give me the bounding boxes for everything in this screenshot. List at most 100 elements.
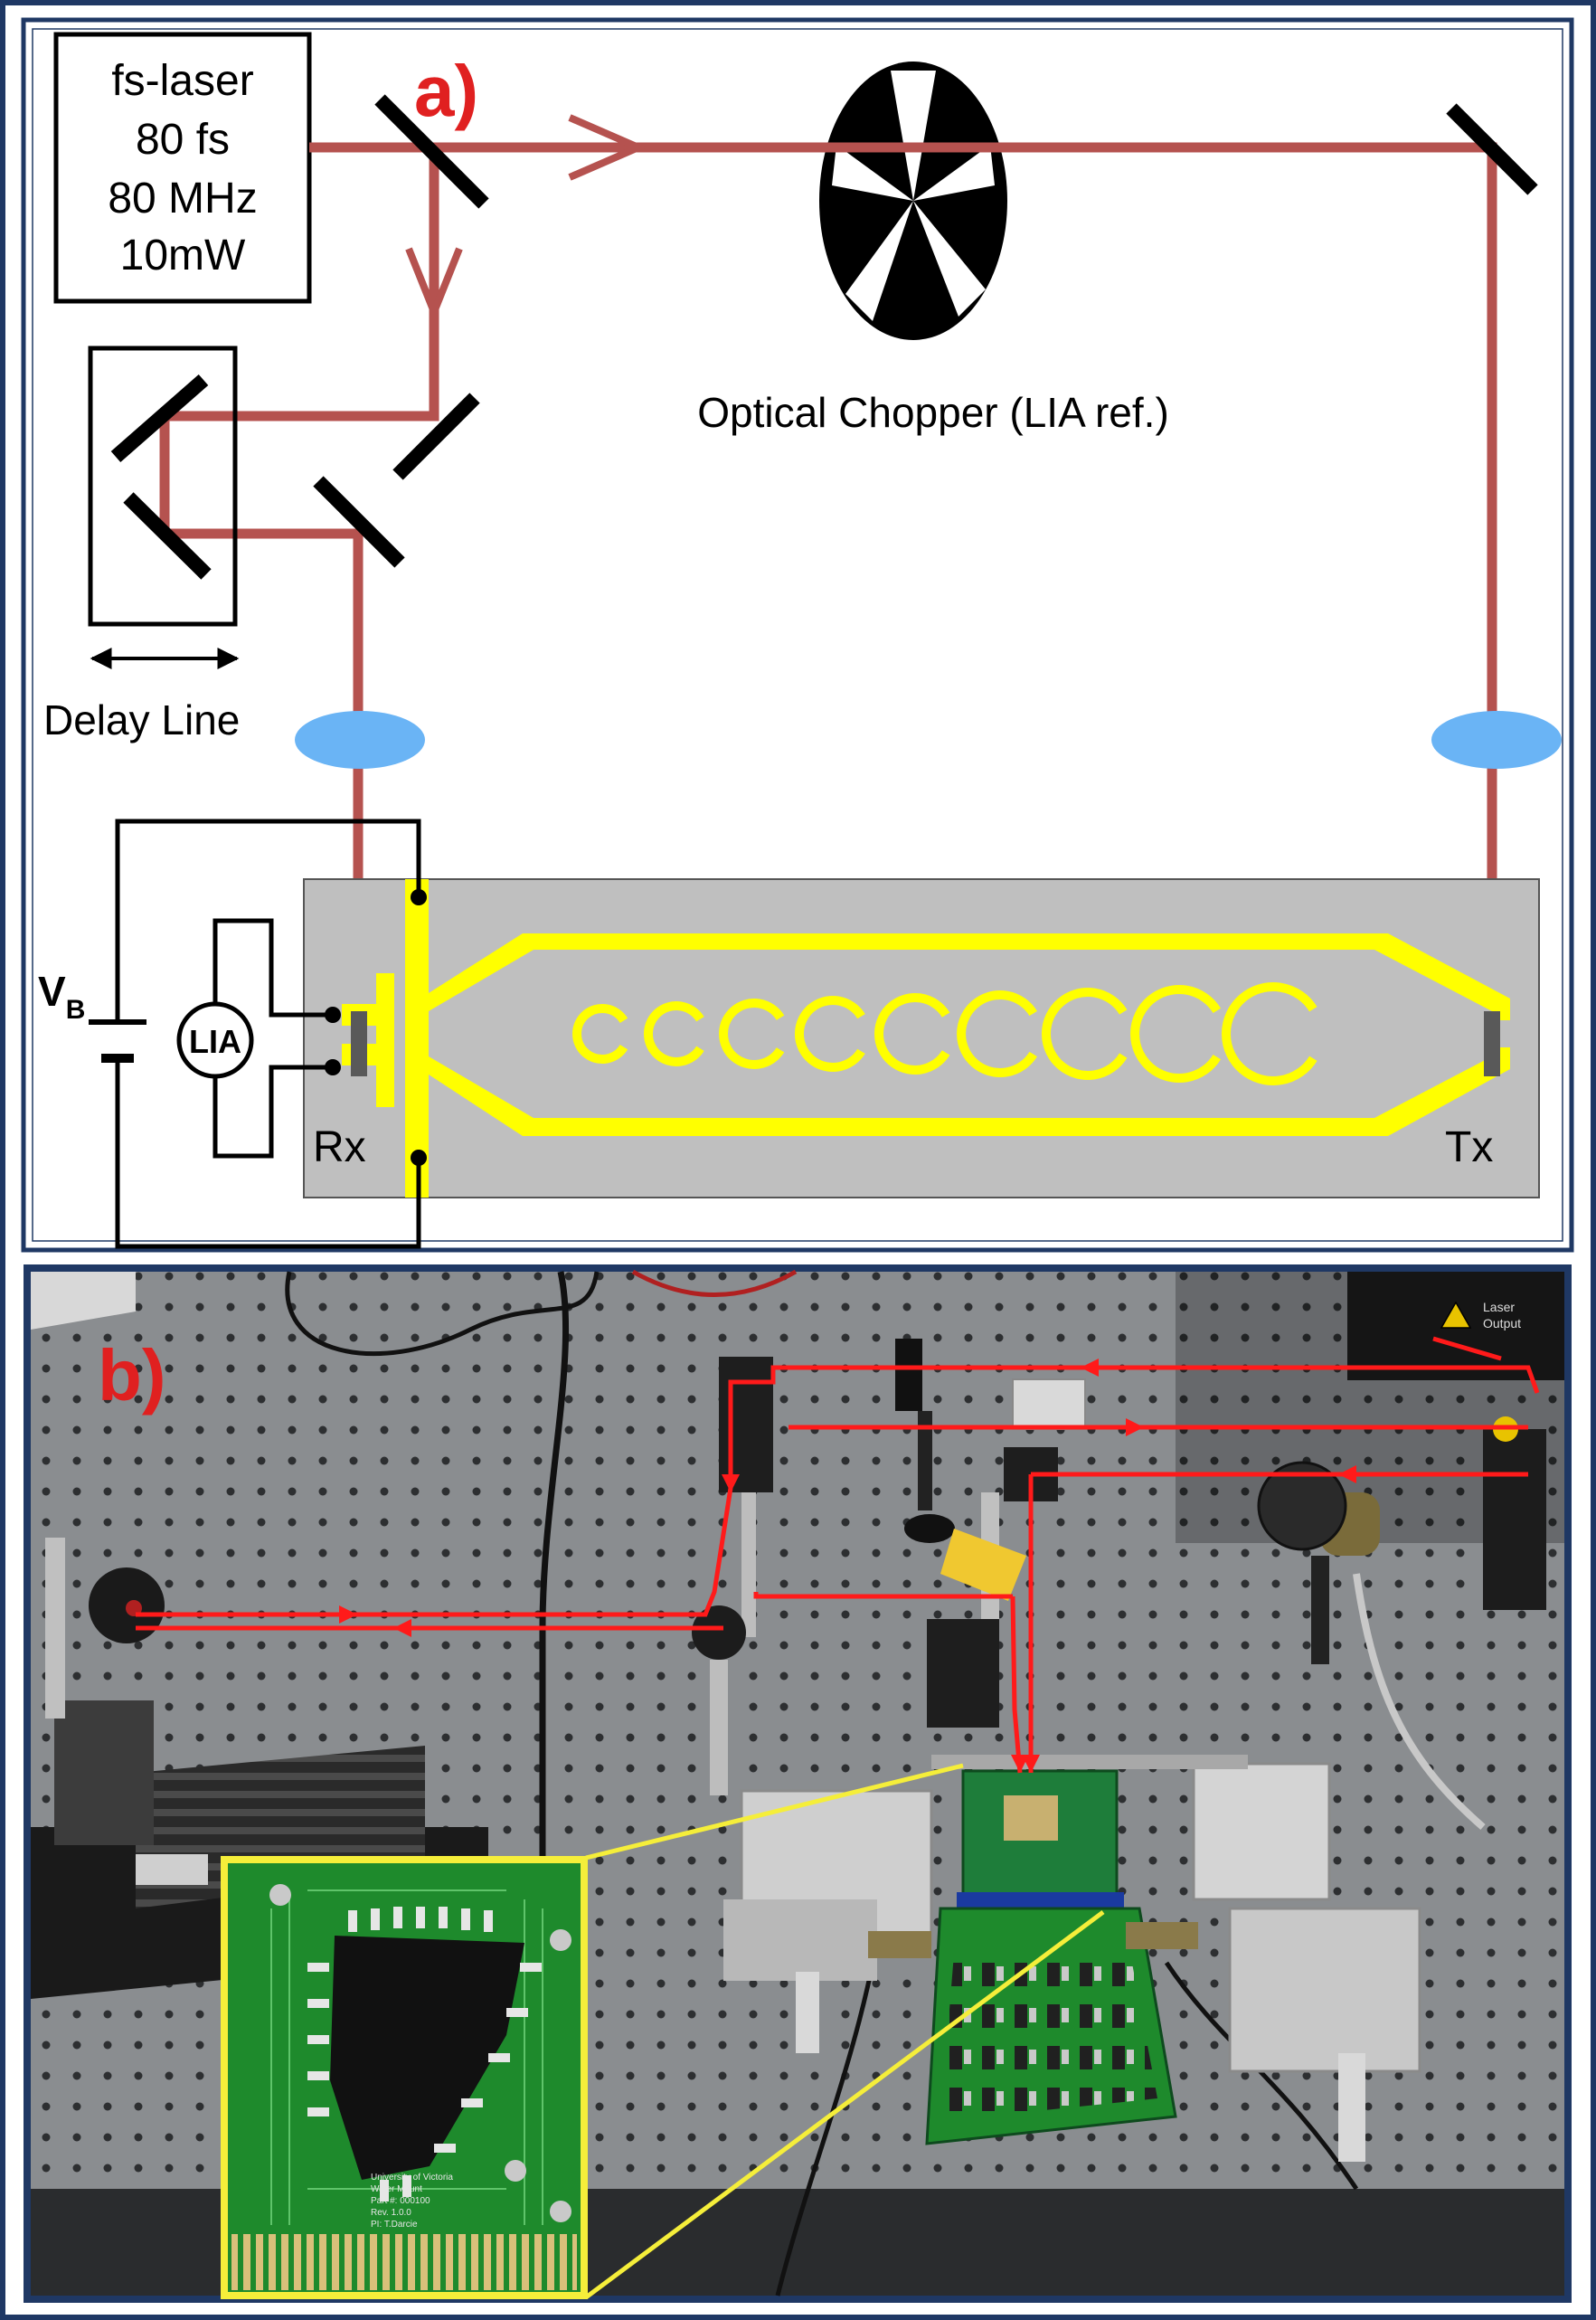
lia-contact-top — [325, 1007, 341, 1023]
inset-mounting-hole-1 — [269, 1884, 291, 1906]
bond-pad-13 — [520, 1963, 542, 1972]
stage-left-lower — [723, 1899, 877, 1981]
laser-label-line2: 80 fs — [136, 116, 230, 164]
bond-pad-10 — [307, 2035, 329, 2044]
stage-micrometer — [136, 1854, 208, 1885]
chopper-slot-2 — [913, 145, 995, 201]
laser-output-text: Laser — [1483, 1300, 1515, 1314]
ring-resonator-6 — [957, 990, 1037, 1077]
photo-arrow-6 — [722, 1474, 740, 1492]
laser-warning-icon — [1440, 1301, 1472, 1329]
photo-arrow-5 — [393, 1619, 411, 1637]
test-pcb-pads — [940, 1954, 1157, 2121]
inset-mounting-hole-3 — [505, 2160, 526, 2182]
chopper-label: Optical Chopper (LIA ref.) — [697, 389, 1169, 436]
inset-card-edge — [231, 2234, 577, 2290]
fold-mirror-delay-out — [313, 476, 405, 568]
bias-contact-bottom — [411, 1150, 427, 1166]
panel-b: Laser Output — [24, 1264, 1572, 2303]
bond-pad-2 — [371, 1908, 380, 1930]
bond-pad-9 — [307, 1999, 329, 2008]
lia-contact-bottom — [325, 1059, 341, 1075]
rx-photoconductive-gap — [351, 1011, 367, 1076]
photo-arrow-2 — [1126, 1418, 1144, 1436]
inset-mounting-hole-4 — [550, 2201, 571, 2222]
left-post — [45, 1538, 65, 1719]
upper-transmission-line — [429, 933, 1510, 1020]
support-rod — [931, 1755, 1248, 1769]
bond-pad-14 — [506, 2008, 528, 2017]
transmission-lines — [342, 879, 1510, 1198]
board-text-line5: PI: T.Darcie — [371, 2220, 418, 2230]
photo-beam-top-return — [728, 1365, 1540, 1488]
bond-pad-4 — [416, 1907, 425, 1928]
lens-rx — [295, 711, 425, 769]
mirrors — [110, 94, 1538, 580]
board-text-line4: Rev. 1.0.0 — [371, 2208, 411, 2218]
bond-pad-7 — [484, 1910, 493, 1932]
chopper-slot-5 — [832, 145, 913, 201]
zoom-line-bottom — [584, 1909, 1105, 2300]
bias-voltage-symbol: V — [38, 968, 66, 1015]
lia-meter — [176, 1001, 254, 1079]
chip-substrate — [303, 878, 1540, 1198]
photo-arrow-1 — [1081, 1359, 1099, 1377]
ring-resonator-8 — [1130, 985, 1222, 1083]
lia-wire-bottom — [212, 1065, 333, 1159]
wafer-mount-inset: University of Victoria Wafer Mount Part … — [221, 1856, 588, 2299]
rx-label: Rx — [313, 1123, 366, 1171]
laser-label-line3: 80 MHz — [108, 175, 257, 223]
photo-beam-laser-in — [1432, 1336, 1502, 1361]
chopper-wheel — [1257, 1461, 1347, 1551]
stage-right-block — [1192, 1762, 1331, 1901]
bias-contact-top — [411, 889, 427, 905]
beam-arrow-down — [405, 247, 463, 322]
panel-a-inner-frame — [32, 28, 1563, 1242]
ring-resonator-3 — [719, 999, 785, 1069]
lens-holder — [940, 1529, 1026, 1601]
panel-a-label: a) — [414, 51, 478, 131]
pcb-assembly — [868, 1769, 1198, 2145]
xyz-stages — [723, 1755, 1421, 2162]
beam-probe — [159, 147, 439, 1038]
delay-line-stage — [88, 346, 238, 627]
ring-resonator-2 — [644, 1001, 704, 1066]
ring-resonator-7 — [1042, 988, 1128, 1080]
mirror-mount-2-base — [904, 1514, 955, 1543]
panel-a: a) fs-laser 80 fs 80 MHz 10mW — [21, 17, 1574, 1253]
delay-mirror-bottom — [123, 492, 212, 580]
tx-photoconductive-gap — [1484, 1011, 1500, 1076]
center-mount — [927, 1619, 999, 1728]
bond-pad-11 — [307, 2071, 329, 2080]
bond-pad-19 — [402, 2175, 411, 2197]
bond-pad-6 — [461, 1908, 470, 1930]
inset-bond-pads — [307, 1907, 542, 2202]
bond-pad-3 — [393, 1907, 402, 1928]
bias-voltage-subscript: B — [66, 995, 86, 1025]
bias-contacts — [325, 889, 427, 1166]
sma-left — [868, 1931, 931, 1958]
cable-1 — [285, 1271, 600, 1357]
tx-label: Tx — [1445, 1123, 1493, 1171]
lens-tx — [1431, 711, 1562, 769]
retroreflector-mount — [54, 1700, 154, 1845]
right-mount — [1483, 1429, 1546, 1610]
chopper-slot-4 — [845, 201, 913, 321]
chopper-slot-1 — [891, 71, 936, 201]
bond-pad-8 — [307, 1963, 329, 1972]
optical-chopper — [819, 62, 1007, 340]
ring-resonator-5 — [874, 993, 950, 1075]
beam-arrows — [405, 114, 648, 322]
laser-label-line4: 10mW — [120, 232, 246, 279]
cable-4 — [1353, 1573, 1486, 1831]
bond-pad-18 — [380, 2180, 389, 2202]
bond-pad-12 — [307, 2107, 329, 2116]
optic-block — [1012, 1378, 1086, 1430]
chopper-stand — [1311, 1556, 1329, 1664]
mirror-mount-4 — [692, 1605, 746, 1660]
lower-transmission-line — [429, 1047, 1510, 1136]
mirror-mount-2 — [895, 1339, 922, 1411]
lia-wire-top — [212, 918, 333, 1018]
stage-right-lower — [1228, 1907, 1421, 2073]
